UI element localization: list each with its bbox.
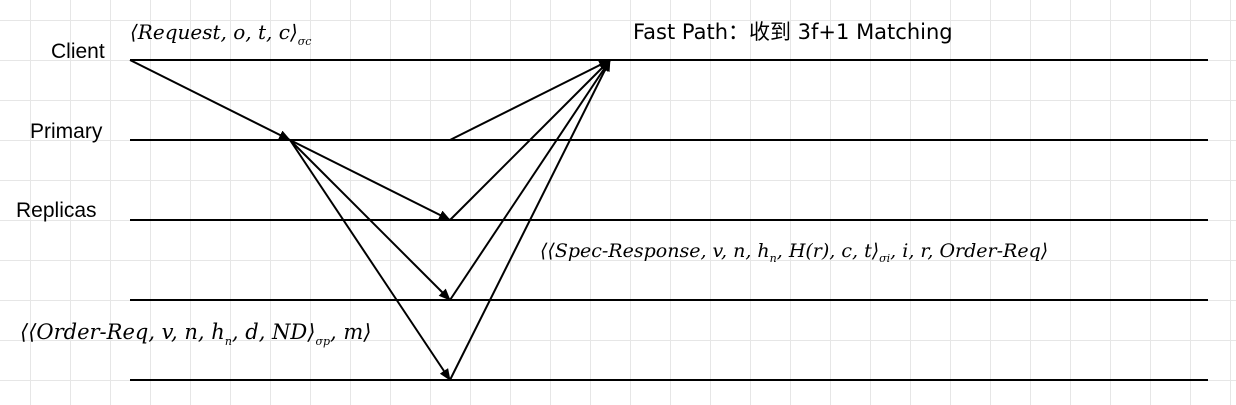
replicas-label: Replicas	[16, 199, 97, 222]
order-req-arrow-replica-2	[289, 139, 451, 301]
primary-label: Primary	[30, 120, 103, 143]
order-req-arrow-replica-1	[289, 139, 451, 221]
request-arrow	[129, 59, 291, 141]
timelines	[130, 59, 1208, 381]
spec-response-arrow-replica-3	[449, 59, 611, 381]
spec-response-arrow-replica-1	[449, 59, 611, 221]
order-req-arrow-replica-3	[289, 139, 451, 381]
spec-response-arrow-primary	[449, 59, 611, 141]
fast-path-title: Fast Path：收到 3f+1 Matching	[633, 20, 953, 44]
order-req-label: ⟨⟨Order-Req, v, n, hn, d, ND⟩σp, m⟩	[20, 320, 372, 348]
spec-response-arrow-replica-2	[449, 59, 611, 301]
spec-response-label: ⟨⟨Spec-Response, v, n, hn, H(r), c, t⟩σi…	[540, 240, 1048, 265]
messages	[129, 59, 611, 381]
client-request-label: ⟨Request, o, t, c⟩σc	[130, 20, 311, 48]
client-label: Client	[51, 40, 105, 63]
